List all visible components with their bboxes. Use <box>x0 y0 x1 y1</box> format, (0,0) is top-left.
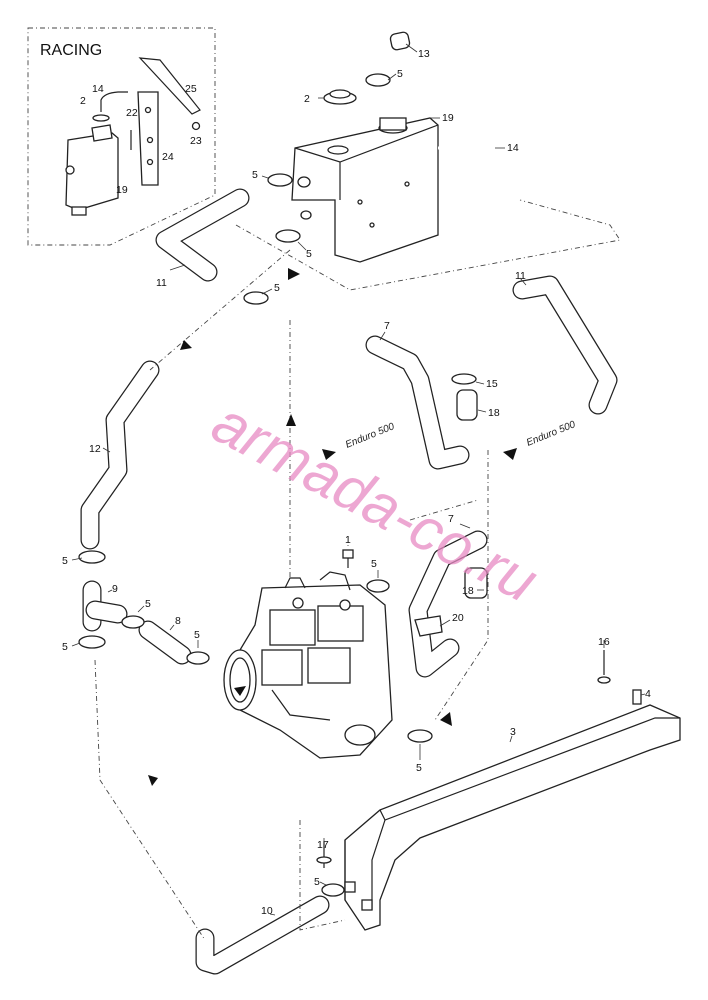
svg-text:11: 11 <box>515 270 526 282</box>
svg-text:5: 5 <box>62 641 68 653</box>
svg-text:2: 2 <box>80 95 86 107</box>
hose-11-right <box>512 275 618 415</box>
hose-7-lower <box>408 530 488 678</box>
hose-clamps-5 <box>78 73 433 897</box>
svg-text:15: 15 <box>486 378 498 390</box>
svg-text:4: 4 <box>645 688 651 700</box>
svg-text:8: 8 <box>175 615 181 627</box>
svg-text:5: 5 <box>145 598 151 610</box>
pressure-cap-2 <box>323 89 357 105</box>
svg-text:10: 10 <box>261 905 273 917</box>
sleeve-18-lower <box>464 567 488 599</box>
callout-25: 25 <box>185 83 197 95</box>
svg-text:2: 2 <box>304 93 310 105</box>
callout-24: 24 <box>162 151 174 163</box>
svg-text:24: 24 <box>162 151 174 163</box>
engine <box>223 571 393 759</box>
rivet-16 <box>597 650 611 684</box>
svg-text:22: 22 <box>126 107 138 119</box>
hose-10 <box>195 895 330 975</box>
callouts: 13 5 2 19 14 5 5 5 11 11 7 15 18 12 1 7 … <box>62 43 651 917</box>
svg-text:5: 5 <box>252 169 258 181</box>
svg-text:14: 14 <box>507 142 519 154</box>
svg-text:5: 5 <box>62 555 68 567</box>
svg-text:13: 13 <box>418 48 430 60</box>
svg-text:16: 16 <box>598 636 610 648</box>
svg-text:5: 5 <box>397 68 403 80</box>
flow-lines <box>94 199 621 941</box>
svg-text:5: 5 <box>306 248 312 260</box>
racing-inset: RACING 14 2 25 22 23 24 19 <box>27 27 216 246</box>
svg-text:11: 11 <box>156 277 167 289</box>
callout-2-racing: 2 <box>80 95 86 107</box>
variant-label-right: Enduro 500 <box>525 419 577 449</box>
filler-neck-13 <box>389 31 411 51</box>
svg-text:19: 19 <box>442 112 454 124</box>
svg-text:5: 5 <box>314 876 320 888</box>
callout-19-racing: 19 <box>116 184 128 196</box>
svg-text:12: 12 <box>89 443 101 455</box>
overflow-hose-14 <box>438 147 501 205</box>
svg-text:3: 3 <box>510 726 516 738</box>
svg-text:17: 17 <box>317 839 329 851</box>
tee-fitting-9 <box>82 580 128 632</box>
heat-exchanger-3 <box>344 704 681 931</box>
svg-text:23: 23 <box>190 135 202 147</box>
clamp-20 <box>414 615 443 637</box>
callout-22: 22 <box>126 107 138 119</box>
svg-text:20: 20 <box>452 612 464 624</box>
svg-text:7: 7 <box>384 320 390 332</box>
variant-label-left: Enduro 500 <box>344 421 396 451</box>
rivet-17 <box>316 842 332 868</box>
clamp-15 <box>451 373 477 385</box>
svg-text:25: 25 <box>185 83 197 95</box>
svg-text:5: 5 <box>371 558 377 570</box>
svg-text:18: 18 <box>488 407 500 419</box>
callout-14-racing: 14 <box>92 83 104 95</box>
svg-text:9: 9 <box>112 583 118 595</box>
callout-23: 23 <box>190 135 202 147</box>
svg-text:18: 18 <box>462 585 474 597</box>
svg-text:5: 5 <box>416 762 422 774</box>
racing-title: RACING <box>40 42 102 59</box>
hose-11-left <box>155 188 250 282</box>
nut-4 <box>632 689 642 705</box>
hose-12 <box>80 360 160 550</box>
hose-8 <box>138 620 192 665</box>
svg-text:19: 19 <box>116 184 128 196</box>
coolant-reservoir <box>291 117 439 263</box>
sleeve-18-upper <box>456 389 478 421</box>
temperature-sensor-1 <box>342 549 354 568</box>
hose-7-upper <box>365 335 470 470</box>
svg-text:5: 5 <box>274 282 280 294</box>
svg-text:5: 5 <box>194 629 200 641</box>
svg-text:1: 1 <box>345 534 351 546</box>
svg-text:14: 14 <box>92 83 104 95</box>
svg-text:7: 7 <box>448 513 454 525</box>
